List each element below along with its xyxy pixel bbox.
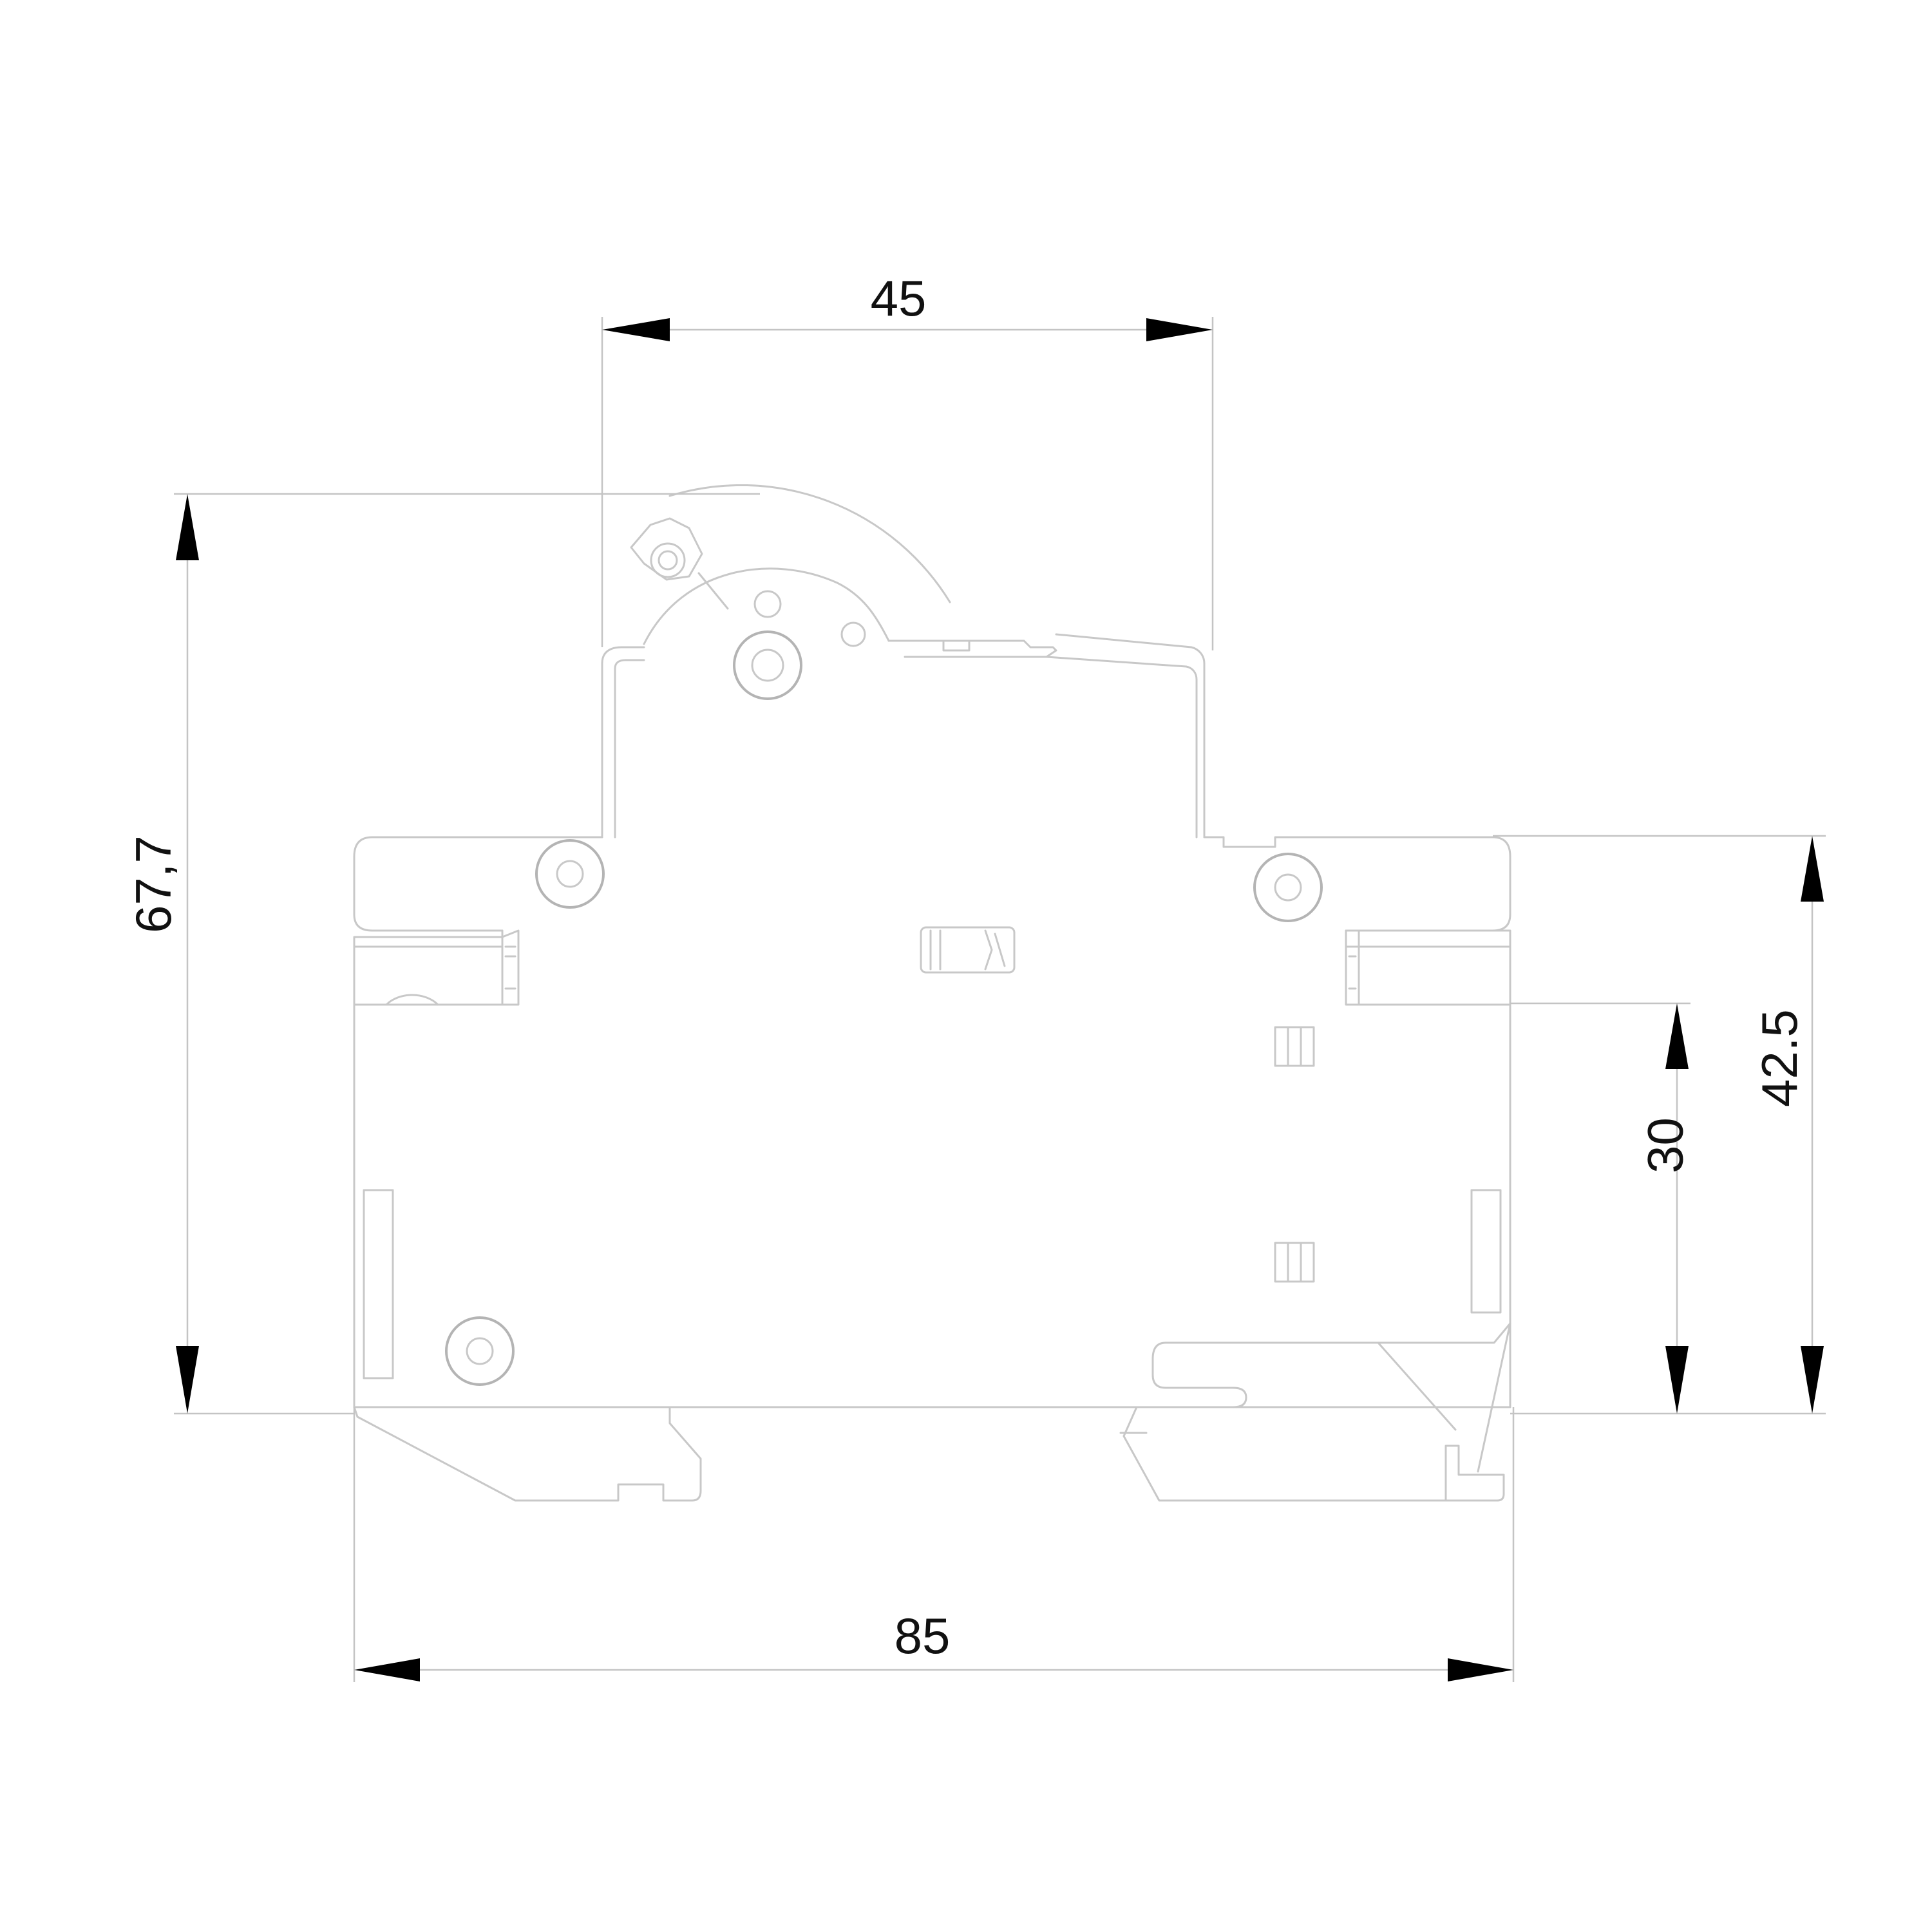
- device-body: [353, 836, 1511, 1473]
- dimension-arrow: [602, 318, 670, 341]
- dimension-body-height: 42.5: [1493, 835, 1826, 1415]
- dimension-arrow: [1146, 318, 1213, 341]
- dimension-arrow: [176, 1346, 199, 1414]
- dimension-arrow: [1801, 836, 1824, 902]
- dimension-arrow: [354, 1658, 420, 1681]
- dimension-arrow: [1801, 1346, 1824, 1414]
- dimension-rail-height: 30: [1510, 1002, 1694, 1414]
- dimension-label-body-height: 42.5: [1751, 1009, 1808, 1107]
- dimension-label-rail-height: 30: [1637, 1117, 1694, 1173]
- device-din-clips: [353, 1406, 1505, 1502]
- dimension-arrow: [1665, 1346, 1689, 1414]
- device-outline: [353, 484, 1511, 1502]
- device-handle: [601, 484, 1206, 838]
- dimension-label-total-height: 67,7: [125, 835, 182, 933]
- dimension-arrow: [176, 494, 199, 560]
- dimension-arrow: [1665, 1003, 1689, 1069]
- dimension-total-height: 67,7: [125, 493, 760, 1415]
- dimension-body-width: 85: [353, 1407, 1515, 1682]
- dimension-arrow: [1448, 1658, 1513, 1681]
- dimension-label-handle-width: 45: [871, 270, 927, 327]
- dimension-handle-width: 45: [601, 270, 1214, 650]
- dimension-label-body-width: 85: [895, 1607, 951, 1664]
